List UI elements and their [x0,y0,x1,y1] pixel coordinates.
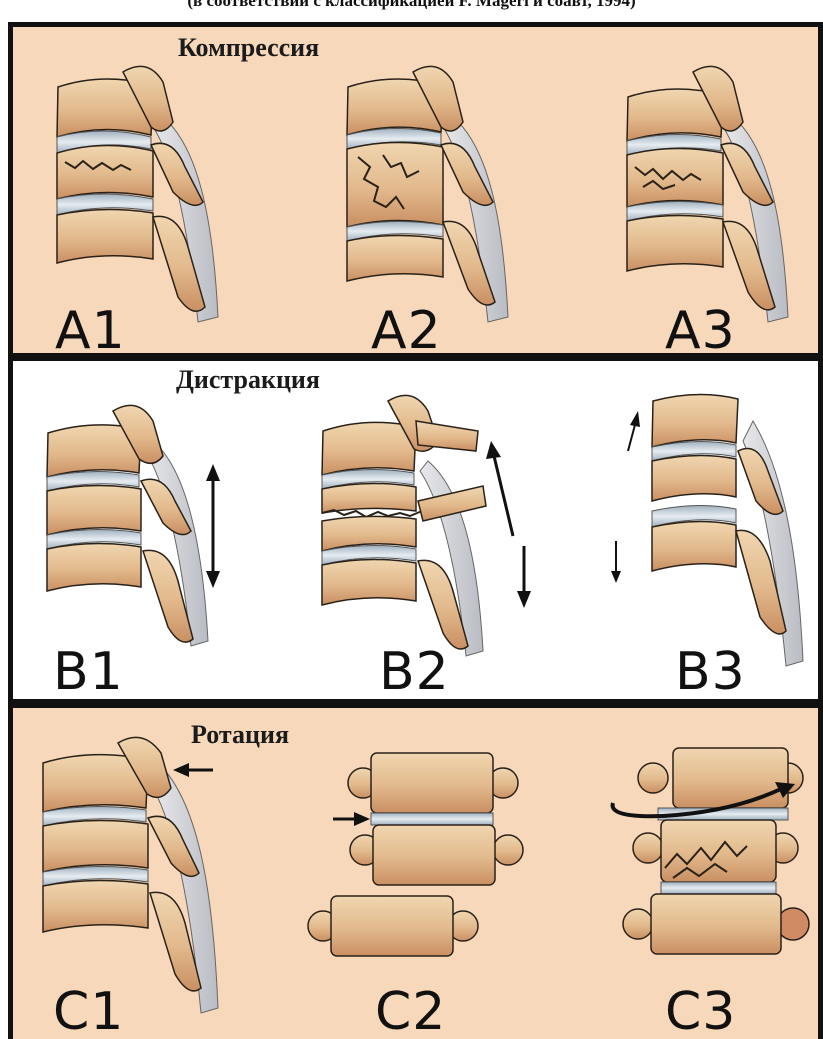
header-text: (в соответствии с классификацией F. Mage… [0,0,823,11]
label-a3: A3 [665,305,736,353]
spine-b1 [47,405,220,646]
spine-c1 [43,737,218,1013]
spine-c3 [613,748,809,954]
label-b1: B1 [53,646,124,698]
spine-c2 [308,753,523,956]
label-b2: B2 [379,646,450,698]
panel-rotation: Ротация [13,708,818,1039]
header-caption: (в соответствии с классификацией F. Mage… [0,0,823,22]
spine-a2 [347,66,508,322]
label-c1: C1 [53,986,124,1038]
label-c3: C3 [665,986,736,1038]
label-a1: A1 [55,305,126,353]
spine-a1 [57,66,218,322]
label-c2: C2 [375,986,446,1038]
label-a2: A2 [371,305,442,353]
panel-distraction: Дистракция [13,361,818,699]
spine-b3 [611,394,803,666]
spine-b2 [322,395,531,656]
spine-a3 [627,66,788,322]
panel-compression: Компрессия [13,27,818,353]
label-b3: B3 [675,646,746,698]
